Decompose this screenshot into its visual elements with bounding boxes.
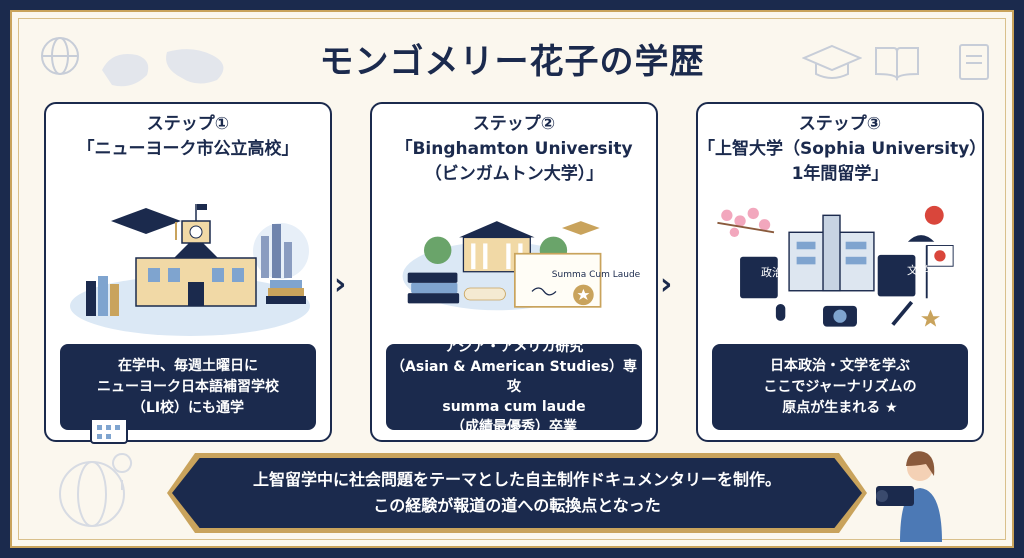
step-card-1: ステップ① 「ニューヨーク市公立高校」 — [44, 102, 332, 444]
desc-line: 在学中、毎週土曜日に — [118, 357, 258, 374]
school-name: 「上智大学（Sophia University） — [698, 139, 987, 159]
arrow-right-icon: › — [334, 267, 347, 302]
step-card-3: ステップ③ 「上智大学（Sophia University） 1年間留学」 政治… — [696, 102, 987, 442]
high-school-illustration — [70, 204, 310, 336]
document-decoration — [959, 44, 989, 80]
step-card-2: ステップ② 「Binghamton University （ビンガムトン大学）」… — [370, 102, 658, 442]
step-card-title: ステップ③ 「上智大学（Sophia University） 1年間留学」 — [698, 112, 987, 187]
banner-line: 上智留学中に社会問題をテーマとした自主制作ドキュメンタリーを制作。 — [252, 470, 781, 489]
calendar-icon — [90, 410, 128, 444]
school-name: （ビンガムトン大学）」 — [424, 164, 604, 184]
step-card-title: ステップ② 「Binghamton University （ビンガムトン大学）」 — [372, 112, 656, 187]
summary-banner: 上智留学中に社会問題をテーマとした自主制作ドキュメンタリーを制作。 この経験が報… — [172, 458, 862, 528]
school-name: 「ニューヨーク市公立高校」 — [77, 139, 299, 159]
step-label: ステップ② — [472, 114, 556, 134]
banner-line: この経験が報道の道への転換点となった — [373, 496, 661, 515]
book-label-politics: 政治 — [761, 266, 783, 279]
step-description: 日本政治・文学を学ぶ ここでジャーナリズムの 原点が生まれる ★ — [712, 344, 968, 430]
step-card-title: ステップ① 「ニューヨーク市公立高校」 — [46, 112, 330, 162]
infographic-frame: モンゴメリー花子の学歴 ステップ① 「ニューヨーク市公立高校」 — [10, 10, 1014, 548]
desc-line: （LI校）にも通学 — [131, 399, 245, 416]
globe-icon — [41, 37, 79, 75]
step-label: ステップ③ — [798, 114, 882, 134]
step-label: ステップ① — [146, 114, 230, 134]
book-label-literature: 文学 — [907, 264, 929, 277]
school-name: 1年間留学」 — [791, 164, 889, 184]
sophia-university-illustration — [717, 205, 954, 327]
videographer-illustration — [876, 451, 942, 542]
globe-pin-decoration — [59, 453, 133, 527]
desc-line: summa cum laude — [442, 399, 586, 415]
book-decoration — [875, 47, 919, 81]
desc-line: アジア・アメリカ研究 — [444, 339, 584, 355]
page-title: モンゴメリー花子の学歴 — [319, 42, 705, 82]
desc-line: （Asian & American Studies）専攻 — [391, 359, 637, 395]
graduation-cap-decoration — [802, 44, 862, 79]
desc-line: 日本政治・文学を学ぶ — [770, 357, 910, 374]
world-map-decoration — [102, 49, 224, 87]
desc-line: 原点が生まれる ★ — [782, 399, 898, 416]
desc-line: ニューヨーク日本語補習学校 — [97, 378, 279, 395]
arrow-right-icon: › — [660, 267, 673, 302]
school-name: 「Binghamton University — [395, 139, 633, 159]
certificate-text: Summa Cum Laude — [551, 270, 641, 280]
desc-line: （成績最優秀）卒業 — [451, 419, 577, 435]
desc-line: ここでジャーナリズムの — [763, 378, 917, 395]
step-description: アジア・アメリカ研究 （Asian & American Studies）専攻 … — [386, 339, 642, 435]
university-illustration — [402, 221, 602, 311]
